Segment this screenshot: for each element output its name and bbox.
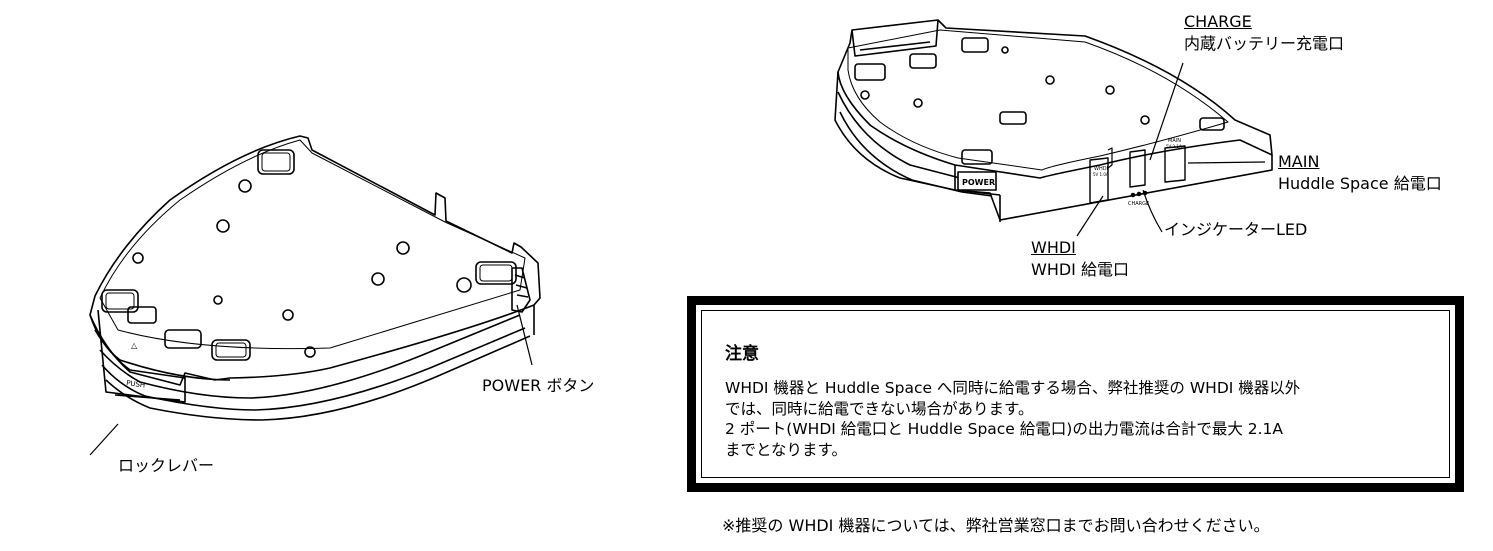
- left-device-drawing: PUSH △: [89, 135, 541, 456]
- lock-lever-text: ロックレバー: [118, 456, 215, 475]
- device-main-sub-marking: 5V 2.1A: [1166, 144, 1182, 149]
- triangle-marker-icon: △: [131, 341, 138, 350]
- caution-box-inner: 注意 WHDI 機器と Huddle Space へ同時に給電する場合、弊社推奨…: [701, 310, 1450, 478]
- lock-lever-label: ロックレバー: [118, 455, 214, 477]
- device-whdi-marking: WHDI: [1094, 166, 1108, 172]
- main-port-label: MAIN Huddle Space 給電口: [1278, 151, 1442, 195]
- whdi-port-label: WHDI WHDI 給電口: [1031, 237, 1129, 281]
- device-push-marking: PUSH: [126, 379, 146, 390]
- right-device-drawing: POWER WHDI 5V 1.0A CHARGE MAIN 5V 2.1A: [834, 19, 1273, 237]
- caution-title: 注意: [725, 344, 759, 364]
- whdi-port-heading: WHDI: [1031, 238, 1076, 257]
- device-main-marking: MAIN: [1168, 138, 1181, 144]
- caution-line: WHDI 機器と Huddle Space へ同時に給電する場合、弊社推奨の W…: [725, 379, 1301, 397]
- device-whdi-sub-marking: 5V 1.0A: [1093, 172, 1109, 177]
- charge-port-description: 内蔵バッテリー充電口: [1184, 34, 1345, 53]
- device-power-marking: POWER: [962, 178, 995, 187]
- indicator-led-label: インジケーターLED: [1164, 219, 1307, 241]
- charge-port-heading: CHARGE: [1184, 12, 1252, 31]
- caution-line: では、同時に給電できない場合があります。: [725, 399, 1034, 418]
- power-button-text: POWER ボタン: [482, 376, 595, 395]
- footnote: ※推奨の WHDI 機器については、弊社営業窓口までお問い合わせください。: [722, 516, 1270, 535]
- main-port-description: Huddle Space 給電口: [1278, 174, 1442, 193]
- power-button-label: POWER ボタン: [482, 375, 594, 397]
- caution-line: までとなります。: [725, 440, 847, 459]
- charge-port-label: CHARGE 内蔵バッテリー充電口: [1184, 11, 1344, 55]
- caution-line: 2 ポート(WHDI 給電口と Huddle Space 給電口)の出力電流は合…: [725, 420, 1283, 438]
- caution-box: 注意 WHDI 機器と Huddle Space へ同時に給電する場合、弊社推奨…: [687, 296, 1464, 492]
- device-charge-marking: CHARGE: [1128, 201, 1149, 207]
- main-port-heading: MAIN: [1278, 152, 1320, 171]
- indicator-led-text: インジケーターLED: [1164, 220, 1308, 239]
- whdi-port-description: WHDI 給電口: [1031, 260, 1129, 279]
